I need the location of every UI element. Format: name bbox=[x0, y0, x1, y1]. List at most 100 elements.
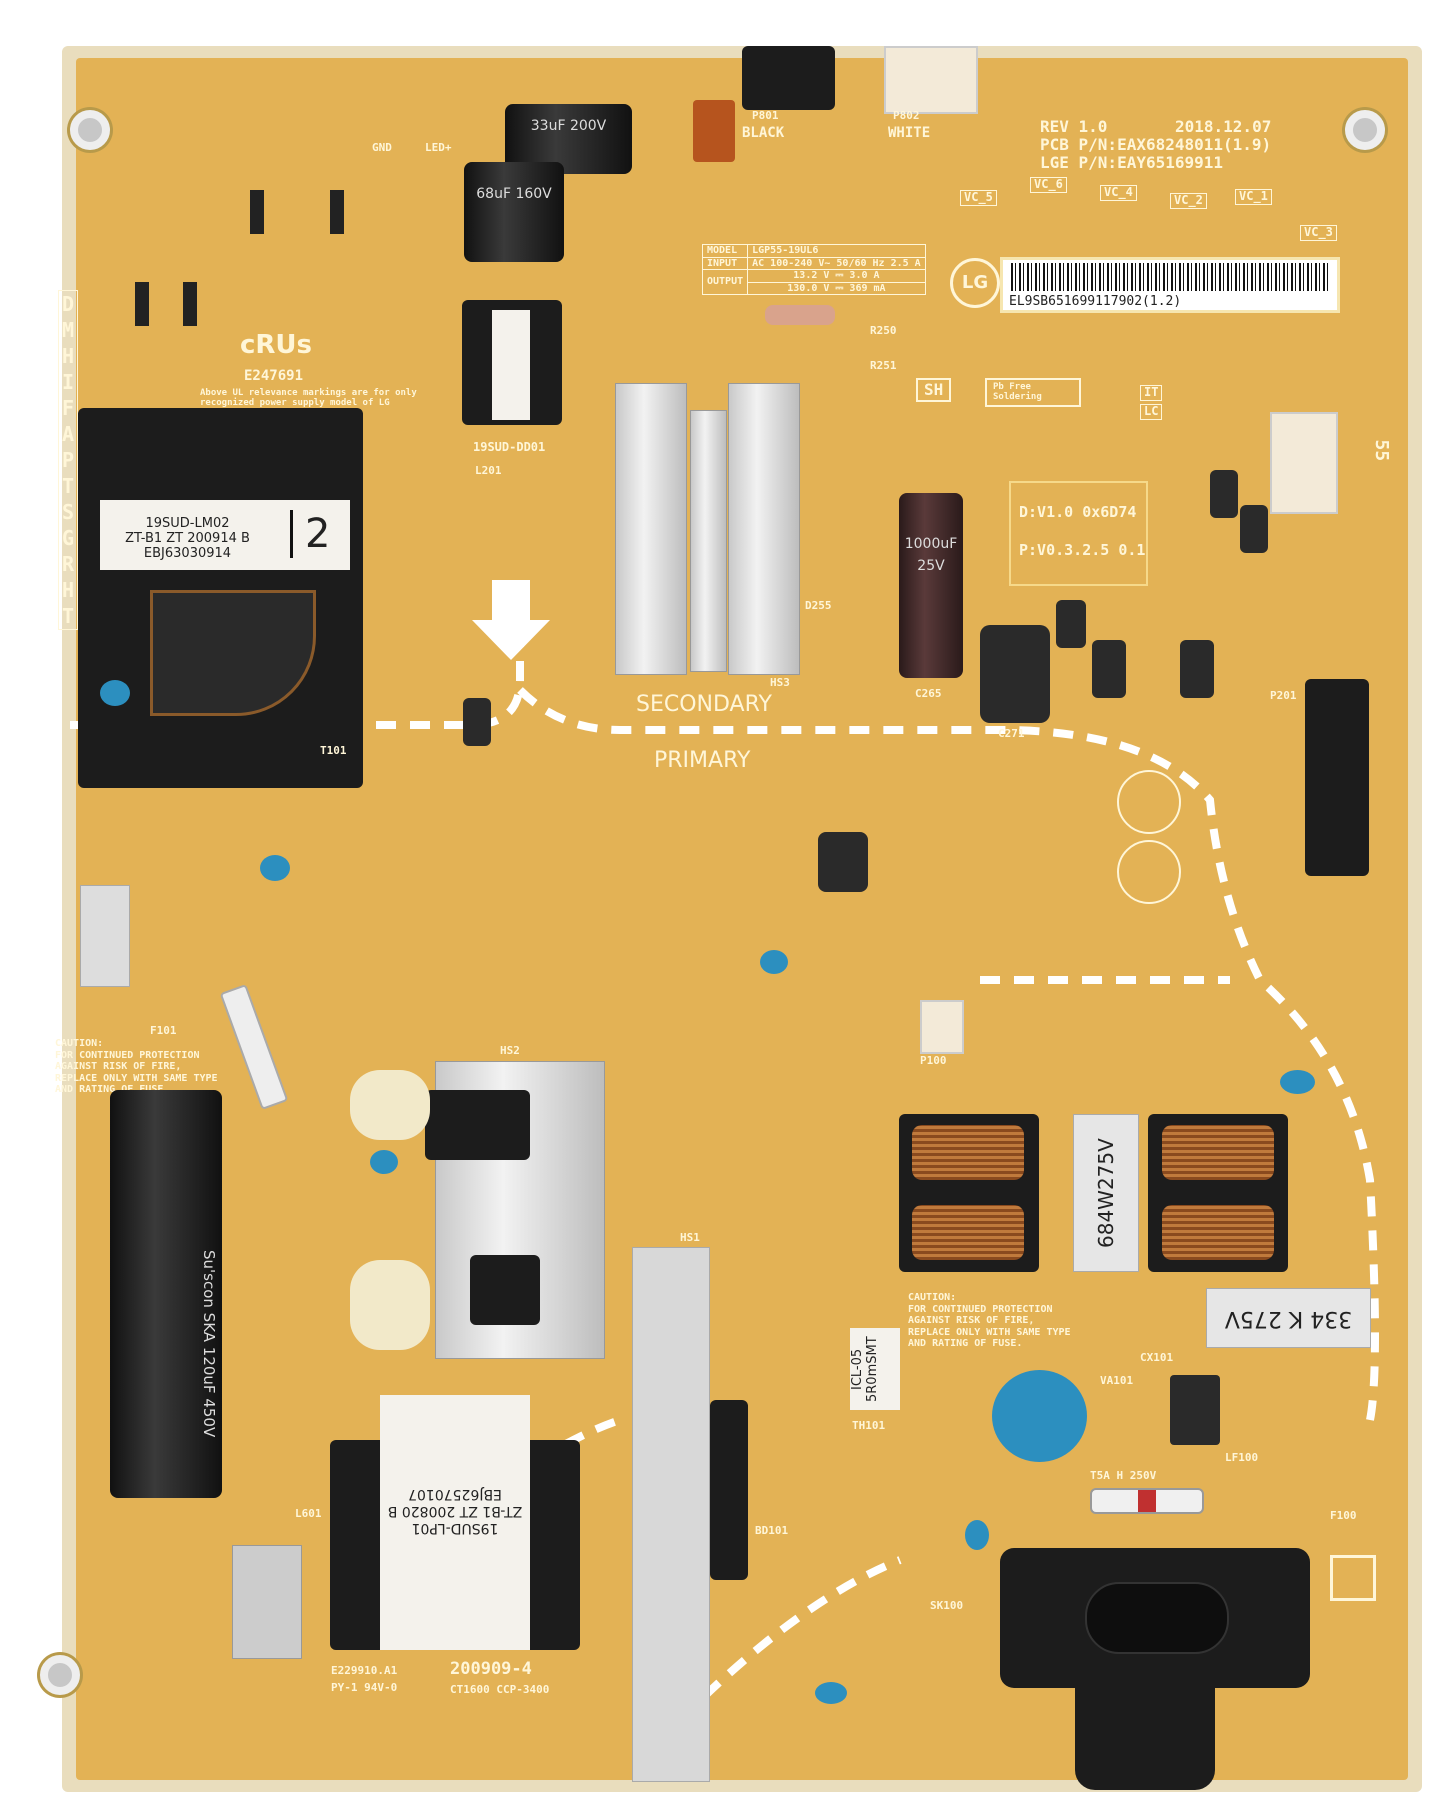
capacitor bbox=[1240, 505, 1268, 553]
revision-label: REV 1.0 bbox=[1040, 117, 1108, 136]
heatsink-hs3 bbox=[690, 410, 727, 672]
pcb-part-number: PCB P/N:EAX68248011(1.9) bbox=[1040, 135, 1272, 154]
y-capacitor bbox=[815, 1682, 847, 1704]
x-capacitor-684w: 684W275V bbox=[1073, 1114, 1139, 1272]
secondary-label: SECONDARY bbox=[636, 692, 772, 717]
capacitor bbox=[1092, 640, 1126, 698]
capacitor-68uf: 68uF 160V bbox=[464, 162, 564, 262]
main-transformer-label: 19SUD-LM02 ZT-B1 ZT 200914 B EBJ63030914… bbox=[100, 500, 350, 570]
cell: 130.0 V ⎓ 369 mA bbox=[747, 281, 926, 295]
label-line: EBJ63030914 bbox=[143, 546, 232, 561]
cell: LGP55-19UL6 bbox=[747, 244, 926, 258]
ref-label: R250 bbox=[870, 324, 897, 337]
mounting-hole bbox=[1345, 110, 1385, 150]
ref-label: P802 bbox=[893, 109, 920, 122]
diode bbox=[183, 282, 197, 326]
caution-text-right: CAUTION: FOR CONTINUED PROTECTION AGAINS… bbox=[908, 1292, 1071, 1349]
barcode-text: EL9SB651699117902(1.2) bbox=[1009, 294, 1182, 309]
lg-logo: LG bbox=[950, 258, 1000, 308]
bulk-capacitor: Su'scon SKA 120uF 450V bbox=[110, 1090, 222, 1498]
connector-p100 bbox=[920, 1000, 964, 1054]
connector-white-right bbox=[1270, 412, 1338, 514]
bottom-label: PY-1 94V-0 bbox=[331, 1681, 398, 1694]
ref-label: D255 bbox=[805, 599, 832, 612]
lge-part-number: LGE P/N:EAY65169911 bbox=[1040, 153, 1224, 172]
ref-label: HS3 bbox=[770, 676, 790, 689]
square-mark bbox=[1330, 1555, 1376, 1601]
capacitor bbox=[1056, 600, 1086, 648]
date-code: 200909-4 bbox=[450, 1659, 532, 1679]
ref-label: L201 bbox=[475, 464, 502, 477]
y-capacitor bbox=[965, 1520, 989, 1550]
firmware-d: D:V1.0 0x6D74 bbox=[1019, 503, 1137, 521]
capacitor-outline-c257 bbox=[1117, 840, 1181, 904]
caution-text-left: CAUTION: FOR CONTINUED PROTECTION AGAINS… bbox=[55, 1038, 218, 1095]
choke-winding bbox=[912, 1125, 1024, 1180]
diode bbox=[135, 282, 149, 326]
ref-label: LED+ bbox=[425, 141, 452, 154]
ref-label: LF100 bbox=[1225, 1451, 1259, 1464]
heatsink-hs3 bbox=[728, 383, 800, 675]
varistor bbox=[992, 1370, 1087, 1462]
mounting-hole bbox=[40, 1655, 80, 1695]
capacitor bbox=[463, 698, 491, 746]
mosfet-q602 bbox=[470, 1255, 540, 1325]
vc-label: VC_6 bbox=[1030, 177, 1067, 193]
bottom-label: CT1600 CCP-3400 bbox=[450, 1683, 550, 1696]
x-capacitor-box bbox=[80, 885, 130, 987]
label-line: ZT-B1 ZT 200820 B bbox=[387, 1503, 523, 1519]
ref-label: BD101 bbox=[755, 1524, 789, 1537]
ac-inlet-mount bbox=[1075, 1680, 1215, 1790]
diode bbox=[330, 190, 344, 234]
vc-label: VC_1 bbox=[1235, 189, 1272, 205]
silicone-blob bbox=[350, 1260, 430, 1350]
ref-label: C265 bbox=[915, 687, 942, 700]
heatsink-hs3 bbox=[615, 383, 687, 675]
resistor-r250 bbox=[765, 305, 835, 325]
y-capacitor bbox=[1280, 1070, 1315, 1094]
capacitor bbox=[1210, 470, 1238, 518]
film-capacitor bbox=[693, 100, 735, 162]
capacitor-c271 bbox=[980, 625, 1050, 723]
cell: 13.2 V ⎓ 3.0 A bbox=[747, 269, 926, 283]
vc-label: VC_3 bbox=[1300, 225, 1337, 241]
label-line: ZT-B1 ZT 200914 B bbox=[125, 531, 250, 546]
transformer-winding bbox=[150, 590, 316, 716]
vc-label: VC_5 bbox=[960, 190, 997, 206]
transformer-lp01-label: 19SUD-LP01 ZT-B1 ZT 200820 B EBJ62570107 bbox=[380, 1395, 530, 1650]
connector-white-label: WHITE bbox=[888, 125, 931, 141]
y-capacitor bbox=[260, 855, 290, 881]
cell: OUTPUT bbox=[701, 269, 749, 295]
side-letter-column: DMHIFAPTSGRHT bbox=[58, 290, 78, 630]
choke-winding bbox=[1162, 1205, 1274, 1260]
vc-label: VC_4 bbox=[1100, 185, 1137, 201]
connector-black-label: BLACK bbox=[742, 125, 785, 141]
capacitor-1000uf: 1000uF 25V bbox=[899, 493, 963, 678]
capacitor-box-c601 bbox=[232, 1545, 302, 1659]
transformer-number: 2 bbox=[290, 510, 330, 558]
mounting-hole bbox=[70, 110, 110, 150]
connector-white bbox=[884, 46, 978, 114]
inductor-lf100 bbox=[1170, 1375, 1220, 1445]
cell: AC 100-240 V~ 50/60 Hz 2.5 A bbox=[747, 256, 926, 270]
fuse-band bbox=[1138, 1490, 1156, 1512]
mosfet-q601 bbox=[425, 1090, 530, 1160]
ul-note: Above UL relevance markings are for only… bbox=[200, 388, 417, 409]
diode bbox=[250, 190, 264, 234]
thermistor-icl: ICL-05 5R0mSMT bbox=[850, 1328, 900, 1410]
ref-label: HS2 bbox=[500, 1044, 520, 1057]
ref-label: 55 bbox=[1371, 439, 1393, 462]
ref-label: F100 bbox=[1330, 1509, 1357, 1522]
ref-label: R251 bbox=[870, 359, 897, 372]
barcode-label: EL9SB651699117902(1.2) bbox=[1000, 257, 1340, 313]
x-capacitor-334k: 334 K 275V bbox=[1206, 1288, 1371, 1348]
y-capacitor bbox=[760, 950, 788, 974]
ref-label: TH101 bbox=[852, 1419, 886, 1432]
heatsink-hs1 bbox=[632, 1247, 710, 1782]
primary-label: PRIMARY bbox=[654, 748, 751, 773]
y-capacitor bbox=[370, 1150, 398, 1174]
bridge-rectifier-bd101 bbox=[710, 1400, 748, 1580]
ref-label: CX101 bbox=[1140, 1351, 1174, 1364]
